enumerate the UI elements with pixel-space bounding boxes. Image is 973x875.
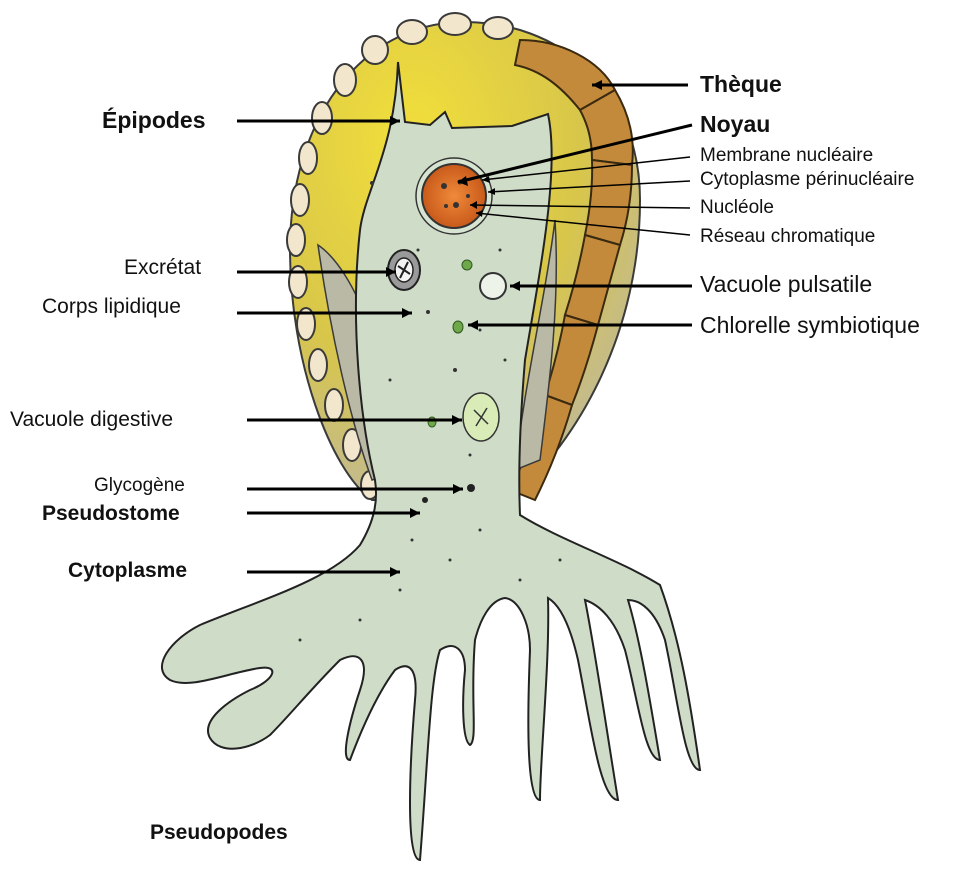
- contractile-vacuole: [480, 273, 506, 299]
- label-pseudostome: Pseudostome: [42, 503, 180, 524]
- label-membrane: Membrane nucléaire: [700, 146, 873, 165]
- label-noyau: Noyau: [700, 113, 770, 136]
- glycogen-granule: [467, 484, 475, 492]
- nucleus: [416, 158, 492, 234]
- label-vac-dig: Vacuole digestive: [10, 409, 173, 430]
- label-glycogene: Glycogène: [94, 476, 185, 495]
- label-chlorelle: Chlorelle symbiotique: [700, 314, 920, 337]
- label-corps-lip: Corps lipidique: [42, 296, 181, 317]
- label-nucleole: Nucléole: [700, 198, 774, 217]
- label-pseudopodes: Pseudopodes: [150, 822, 288, 843]
- glycogen-granule: [422, 497, 428, 503]
- excretat: [388, 250, 420, 290]
- label-theque: Thèque: [700, 73, 782, 96]
- digestive-vacuole: [463, 393, 499, 441]
- label-cytoplasme: Cytoplasme: [68, 560, 187, 581]
- label-cyto-peri: Cytoplasme périnucléaire: [700, 170, 914, 189]
- label-epipodes: Épipodes: [102, 109, 206, 132]
- label-vac-puls: Vacuole pulsatile: [700, 273, 872, 296]
- label-reseau: Réseau chromatique: [700, 227, 875, 246]
- label-excretat: Excrétat: [124, 257, 201, 278]
